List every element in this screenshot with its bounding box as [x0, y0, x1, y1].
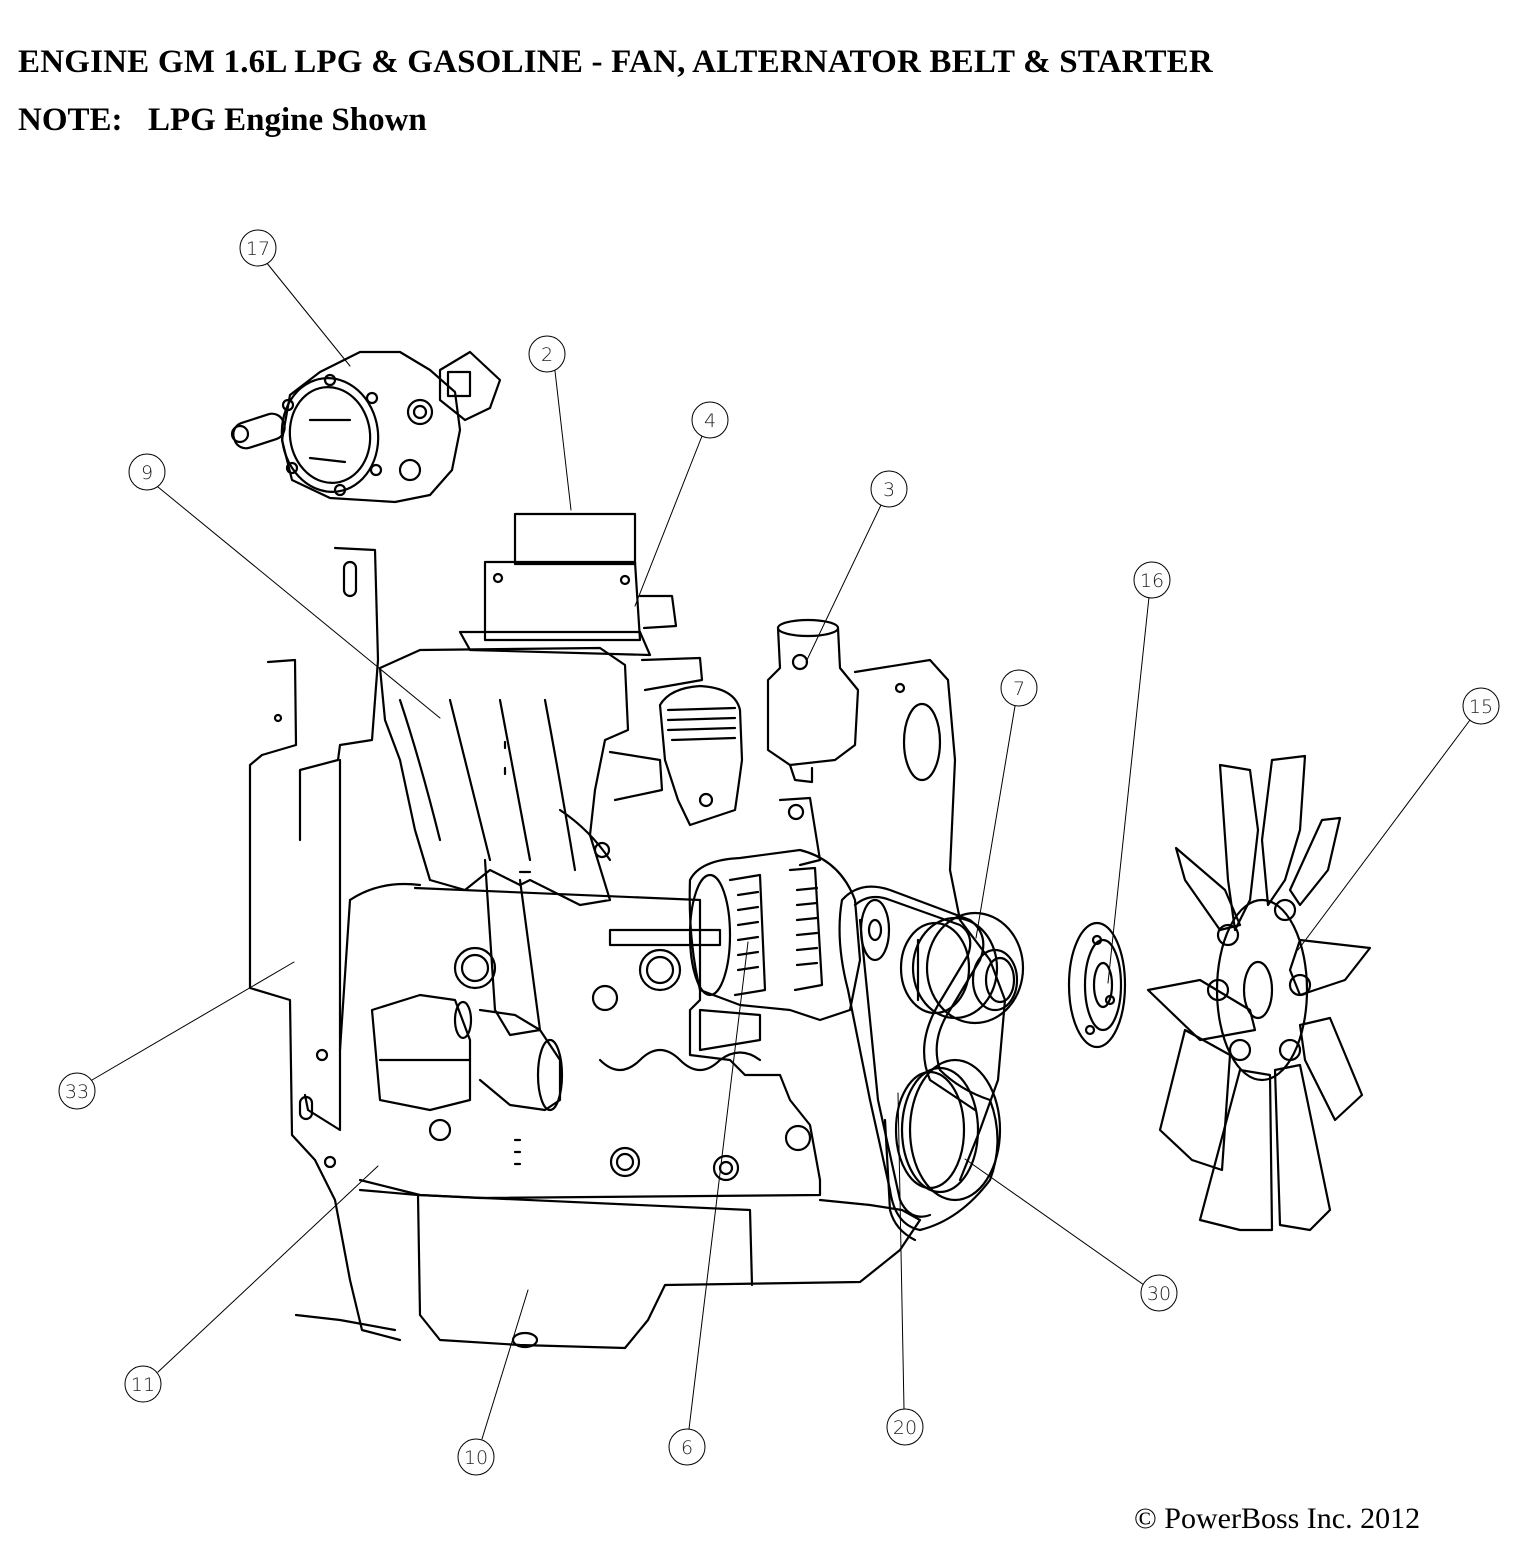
engine-bracket-left [248, 546, 402, 1342]
callout-9: 9 [128, 453, 166, 491]
callout-7: 7 [1000, 669, 1038, 707]
callout-9-label: 9 [141, 462, 153, 484]
timing-cover [853, 658, 1007, 1182]
callout-16: 16 [1133, 561, 1171, 599]
note-text: LPG Engine Shown [148, 102, 427, 138]
intake-module [458, 512, 678, 657]
callout-bubbles: 17 2 4 9 3 16 7 15 33 30 11 20 6 10 [58, 229, 1500, 1476]
callout-2: 2 [528, 335, 566, 373]
alternator [688, 796, 862, 1052]
callout-17: 17 [239, 229, 277, 267]
callout-20-label: 20 [893, 1417, 917, 1439]
water-pump-pulley [859, 898, 891, 962]
starter-motor [370, 858, 564, 1112]
callout-6: 6 [668, 1428, 706, 1466]
callout-10-label: 10 [464, 1447, 488, 1469]
crankshaft-pulley [894, 1058, 1002, 1202]
distributor [608, 656, 744, 827]
callout-33: 33 [58, 1072, 96, 1110]
note-label: NOTE: [18, 102, 123, 138]
oil-pan [294, 1188, 922, 1350]
callout-20: 20 [886, 1408, 924, 1446]
diagram-note: NOTE: LPG Engine Shown [18, 102, 427, 139]
callout-30-label: 30 [1147, 1283, 1171, 1305]
callout-3-label: 3 [883, 479, 895, 501]
diagram-title: ENGINE GM 1.6L LPG & GASOLINE - FAN, ALT… [18, 44, 1213, 80]
callout-16-label: 16 [1140, 570, 1164, 592]
lpg-vaporizer [230, 350, 502, 504]
callout-33-label: 33 [65, 1081, 89, 1103]
copyright-notice: © PowerBoss Inc. 2012 [1134, 1502, 1421, 1535]
intake-manifold [378, 646, 630, 907]
callout-15-label: 15 [1469, 696, 1493, 718]
callout-6-label: 6 [681, 1437, 693, 1459]
callout-17-label: 17 [246, 238, 270, 260]
callout-11-label: 11 [131, 1374, 155, 1396]
callout-15: 15 [1462, 687, 1500, 725]
callout-4: 4 [691, 401, 729, 439]
callout-4-label: 4 [704, 410, 716, 432]
engine-block [338, 882, 822, 1200]
thermostat-housing [766, 618, 860, 784]
fan-spacer [1067, 921, 1127, 1049]
callout-7-label: 7 [1013, 678, 1025, 700]
callout-11: 11 [124, 1365, 162, 1403]
fan-pulley [899, 911, 1025, 1025]
callout-3: 3 [870, 470, 908, 508]
callout-2-label: 2 [541, 344, 553, 366]
callout-10: 10 [457, 1438, 495, 1476]
cooling-fan [1146, 754, 1372, 1232]
callout-30: 30 [1140, 1274, 1178, 1312]
leader-lines [91, 261, 1471, 1440]
